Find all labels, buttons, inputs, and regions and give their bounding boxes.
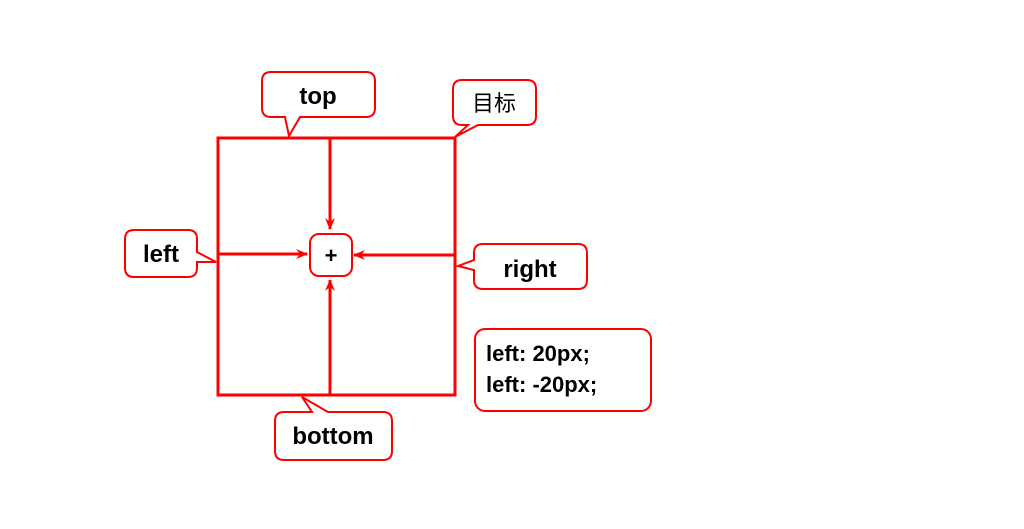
top-callout: top [261, 71, 376, 139]
bottom-callout: bottom [274, 396, 393, 461]
code-line-1: left: 20px; [486, 341, 590, 366]
left-callout: left [124, 229, 217, 278]
right-label: right [503, 256, 556, 283]
target-callout: 目标 [452, 79, 537, 138]
bottom-label: bottom [292, 423, 373, 450]
top-label: top [299, 83, 336, 110]
code-note: left: 20px; left: -20px; [474, 328, 652, 412]
left-label: left [143, 241, 179, 268]
code-line-2: left: -20px; [486, 372, 597, 397]
target-label: 目标 [472, 92, 516, 117]
right-callout: right [454, 243, 588, 290]
center-marker-label: + [325, 243, 338, 268]
target-box [216, 136, 457, 397]
center-marker: + [309, 233, 353, 277]
